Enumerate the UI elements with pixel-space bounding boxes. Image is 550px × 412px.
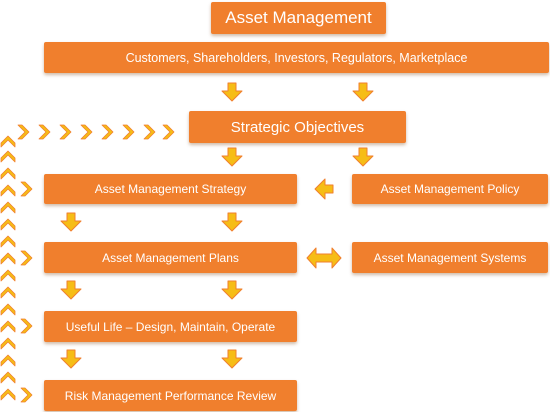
- arrow-down-icon: [352, 82, 374, 102]
- asset-management-title: Asset Management: [211, 2, 386, 34]
- arrow-down-icon: [221, 147, 243, 167]
- chevron-up-icon: [0, 303, 16, 316]
- arrow-down-icon: [60, 212, 82, 232]
- double-arrow-icon: [306, 247, 342, 269]
- chevron-up-icon: [0, 371, 16, 384]
- am-strategy-box: Asset Management Strategy: [44, 174, 297, 204]
- chevron-right-icon: [143, 124, 156, 140]
- useful-life-box: Useful Life – Design, Maintain, Operate: [44, 311, 297, 342]
- chevron-right-icon: [20, 250, 33, 266]
- chevron-right-icon: [38, 124, 51, 140]
- chevron-up-icon: [0, 286, 16, 299]
- chevron-up-icon: [0, 235, 16, 248]
- feedback-loop-chevrons: [0, 124, 175, 403]
- am-systems-box: Asset Management Systems: [352, 242, 548, 273]
- arrow-down-icon: [60, 280, 82, 300]
- strategic-objectives-box: Strategic Objectives: [189, 111, 406, 143]
- am-plans-box: Asset Management Plans: [44, 242, 297, 273]
- chevron-right-icon: [59, 124, 72, 140]
- risk-review-box: Risk Management Performance Review: [44, 380, 297, 411]
- arrow-down-icon: [221, 212, 243, 232]
- chevron-right-icon: [20, 318, 33, 334]
- chevron-up-icon: [0, 135, 16, 148]
- chevron-right-icon: [122, 124, 135, 140]
- chevron-up-icon: [0, 167, 16, 180]
- chevron-up-icon: [0, 354, 16, 367]
- arrow-down-icon: [221, 280, 243, 300]
- arrow-down-icon: [60, 349, 82, 369]
- chevron-right-icon: [80, 124, 93, 140]
- chevron-up-icon: [0, 388, 16, 401]
- chevron-up-icon: [0, 201, 16, 214]
- chevron-right-icon: [101, 124, 114, 140]
- stakeholders-box: Customers, Shareholders, Investors, Regu…: [44, 42, 549, 73]
- am-policy-box: Asset Management Policy: [352, 174, 548, 204]
- chevron-right-icon: [162, 124, 175, 140]
- chevron-right-icon: [17, 124, 30, 140]
- arrow-left-icon: [314, 178, 334, 200]
- chevron-up-icon: [0, 150, 16, 163]
- chevron-up-icon: [0, 320, 16, 333]
- chevron-up-icon: [0, 184, 16, 197]
- chevron-right-icon: [20, 181, 33, 197]
- chevron-up-icon: [0, 337, 16, 350]
- chevron-up-icon: [0, 218, 16, 231]
- arrow-down-icon: [221, 349, 243, 369]
- chevron-up-icon: [0, 252, 16, 265]
- arrow-down-icon: [352, 147, 374, 167]
- chevron-right-icon: [20, 387, 33, 403]
- chevron-up-icon: [0, 269, 16, 282]
- arrow-down-icon: [221, 82, 243, 102]
